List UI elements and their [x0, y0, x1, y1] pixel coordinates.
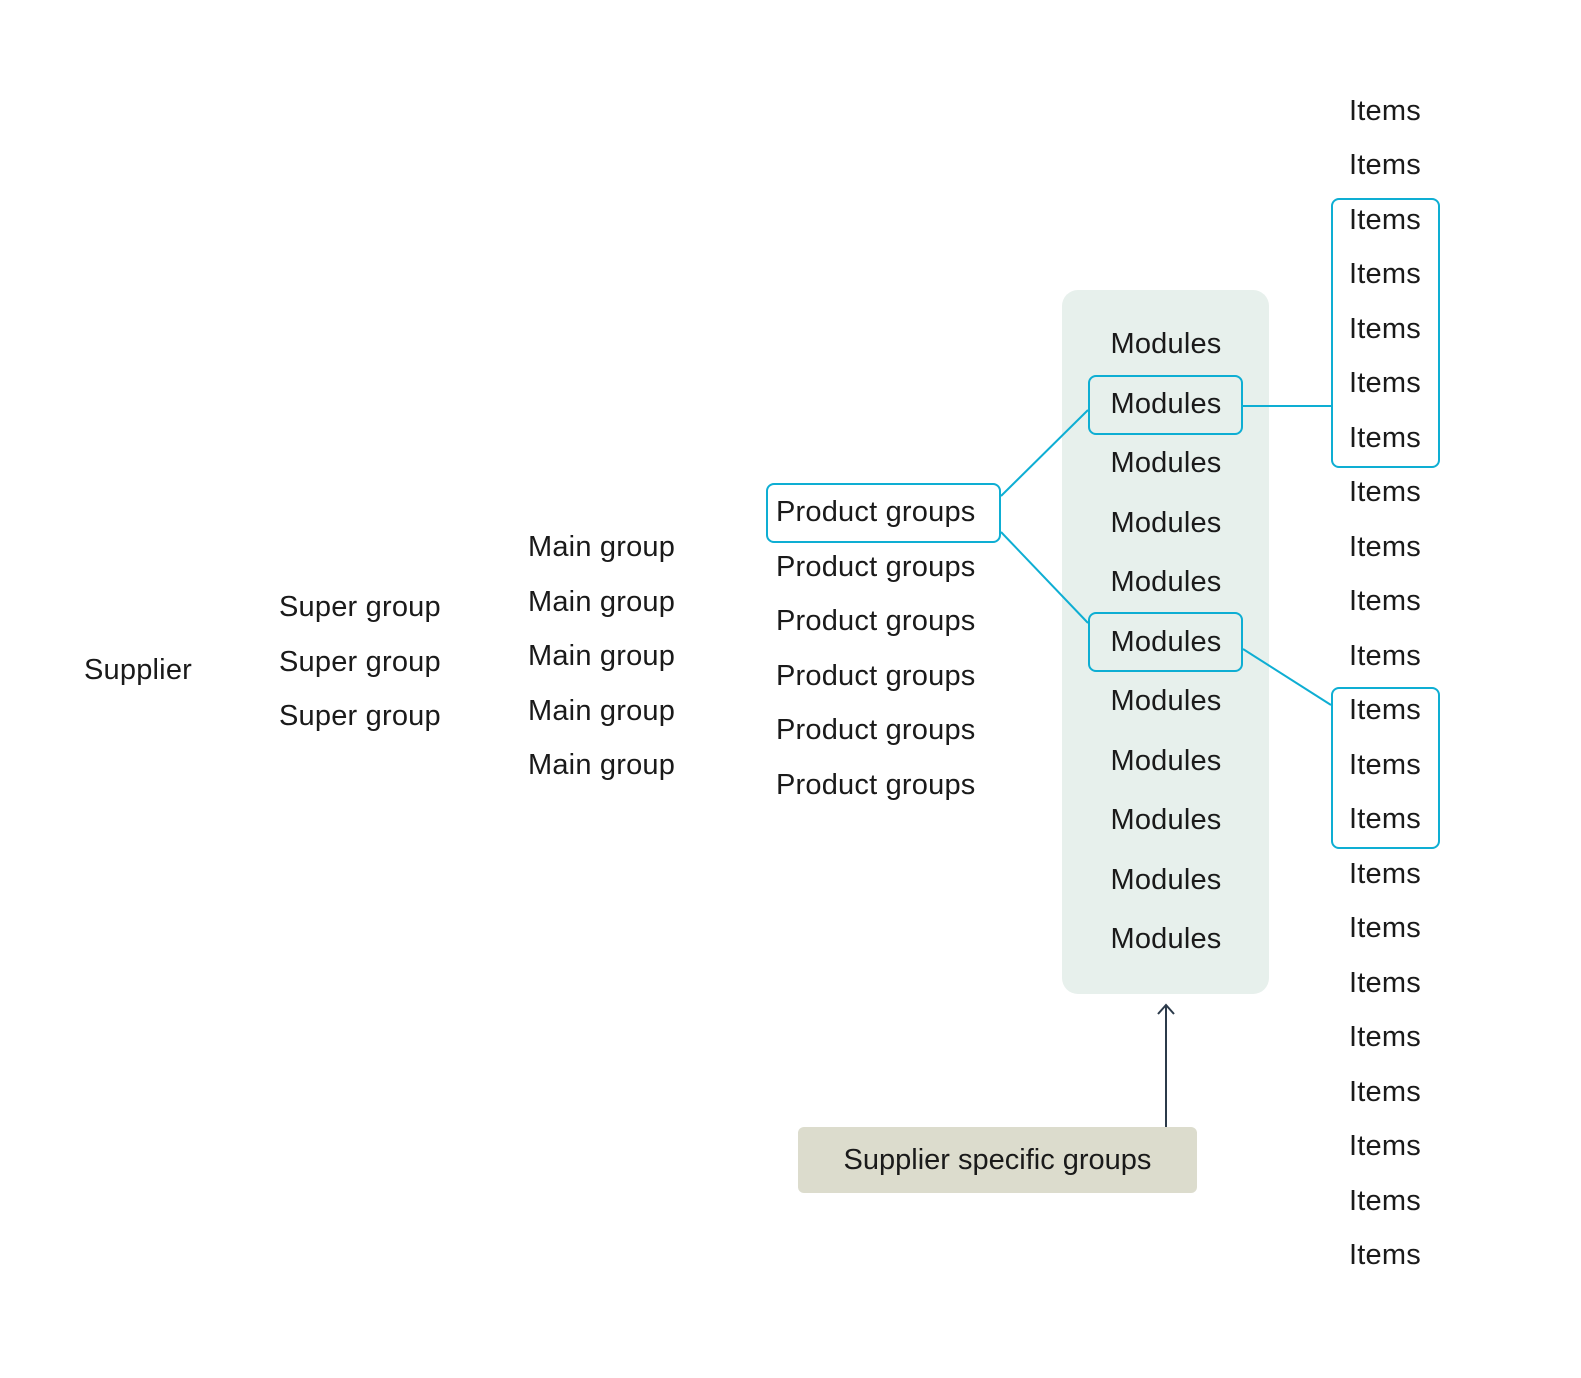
item-label: Items	[1349, 585, 1421, 617]
supplier-specific-groups-callout: Supplier specific groups	[798, 1127, 1197, 1193]
product-group-label: Product groups	[776, 496, 976, 528]
item-label: Items	[1349, 258, 1421, 290]
item-label: Items	[1349, 1130, 1421, 1162]
connector-product-to-module-top	[1000, 409, 1089, 497]
item-label: Items	[1349, 967, 1421, 999]
module-label: Modules	[1110, 804, 1222, 836]
main-group-label: Main group	[528, 640, 676, 672]
items-highlight-top	[1331, 198, 1440, 468]
item-label: Items	[1349, 1185, 1421, 1217]
item-label: Items	[1349, 858, 1421, 890]
modules-panel	[1062, 290, 1269, 994]
product-group-label: Product groups	[776, 605, 976, 637]
main-group-label: Main group	[528, 531, 676, 563]
module-label: Modules	[1110, 626, 1222, 658]
connector-product-to-module-bottom	[1000, 531, 1089, 624]
item-label: Items	[1349, 149, 1421, 181]
module-label: Modules	[1110, 685, 1222, 717]
items-highlight-bottom	[1331, 687, 1440, 849]
connector-module-bottom-to-items	[1242, 648, 1332, 706]
module-label: Modules	[1110, 328, 1222, 360]
product-group-label: Product groups	[776, 714, 976, 746]
supplier-label: Supplier	[84, 654, 192, 686]
main-group-label: Main group	[528, 695, 676, 727]
product-group-highlight	[766, 483, 1001, 543]
item-label: Items	[1349, 422, 1421, 454]
item-label: Items	[1349, 1239, 1421, 1271]
module-label: Modules	[1110, 388, 1222, 420]
item-label: Items	[1349, 531, 1421, 563]
callout-arrow-head	[1157, 1003, 1175, 1015]
item-label: Items	[1349, 204, 1421, 236]
main-group-label: Main group	[528, 749, 676, 781]
module-highlight-bottom	[1088, 612, 1243, 672]
product-group-label: Product groups	[776, 551, 976, 583]
item-label: Items	[1349, 912, 1421, 944]
module-label: Modules	[1110, 566, 1222, 598]
module-label: Modules	[1110, 447, 1222, 479]
module-highlight-top	[1088, 375, 1243, 435]
item-label: Items	[1349, 640, 1421, 672]
item-label: Items	[1349, 1021, 1421, 1053]
module-label: Modules	[1110, 864, 1222, 896]
super-group-label: Super group	[279, 646, 441, 678]
product-group-label: Product groups	[776, 769, 976, 801]
module-label: Modules	[1110, 745, 1222, 777]
main-group-label: Main group	[528, 586, 676, 618]
product-group-label: Product groups	[776, 660, 976, 692]
item-label: Items	[1349, 476, 1421, 508]
item-label: Items	[1349, 694, 1421, 726]
item-label: Items	[1349, 313, 1421, 345]
super-group-label: Super group	[279, 700, 441, 732]
super-group-label: Super group	[279, 591, 441, 623]
item-label: Items	[1349, 1076, 1421, 1108]
module-label: Modules	[1110, 507, 1222, 539]
item-label: Items	[1349, 803, 1421, 835]
module-label: Modules	[1110, 923, 1222, 955]
item-label: Items	[1349, 367, 1421, 399]
item-label: Items	[1349, 749, 1421, 781]
item-label: Items	[1349, 95, 1421, 127]
